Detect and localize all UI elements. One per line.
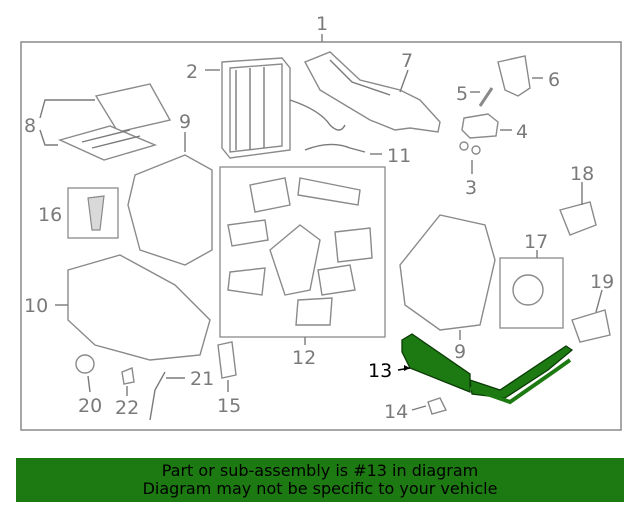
callout-14: 14 [384,401,408,423]
callout-15: 15 [217,395,241,417]
cabin-filters [57,83,172,161]
callout-8: 8 [24,115,36,137]
callout-20: 20 [78,395,102,417]
callout-19: 19 [590,271,614,293]
info-banner: Part or sub-assembly is #13 in diagram D… [16,458,624,502]
callout-10: 10 [24,295,48,317]
callout-17: 17 [524,231,548,253]
lower-housing [67,254,211,361]
callout-21: 21 [190,368,214,390]
callout-13: 13 [368,360,392,382]
sensor-wire [304,143,366,153]
callout-1: 1 [316,13,328,35]
evaporator-core [221,57,346,159]
callout-4: 4 [516,121,528,143]
callout-18: 18 [570,163,594,185]
callout-5: 5 [456,83,468,105]
parts-diagram: 1 2 3 4 5 6 7 8 9 9 10 11 12 13 14 15 16… [20,13,622,431]
callout-16: 16 [38,204,62,226]
banner-line-1: Part or sub-assembly is #13 in diagram [161,461,479,480]
blower-housing [127,154,213,266]
callout-6: 6 [548,69,560,91]
diagram-frame [20,41,622,431]
callout-9b: 9 [454,341,466,363]
callout-11: 11 [387,145,411,167]
screw [478,87,494,107]
callout-3: 3 [465,177,477,199]
heater-core-highlighted [401,333,574,405]
callout-7: 7 [401,50,413,72]
upper-duct [304,51,441,133]
heater-housing [399,214,496,331]
callout-22: 22 [115,397,139,419]
callout-9a: 9 [179,111,191,133]
doors-box [219,166,386,338]
callout-12: 12 [292,347,316,369]
callout-2: 2 [186,61,198,83]
banner-line-2: Diagram may not be specific to your vehi… [142,479,498,498]
drain-hose [149,371,166,421]
actuator [461,113,499,139]
bracket [497,55,531,97]
